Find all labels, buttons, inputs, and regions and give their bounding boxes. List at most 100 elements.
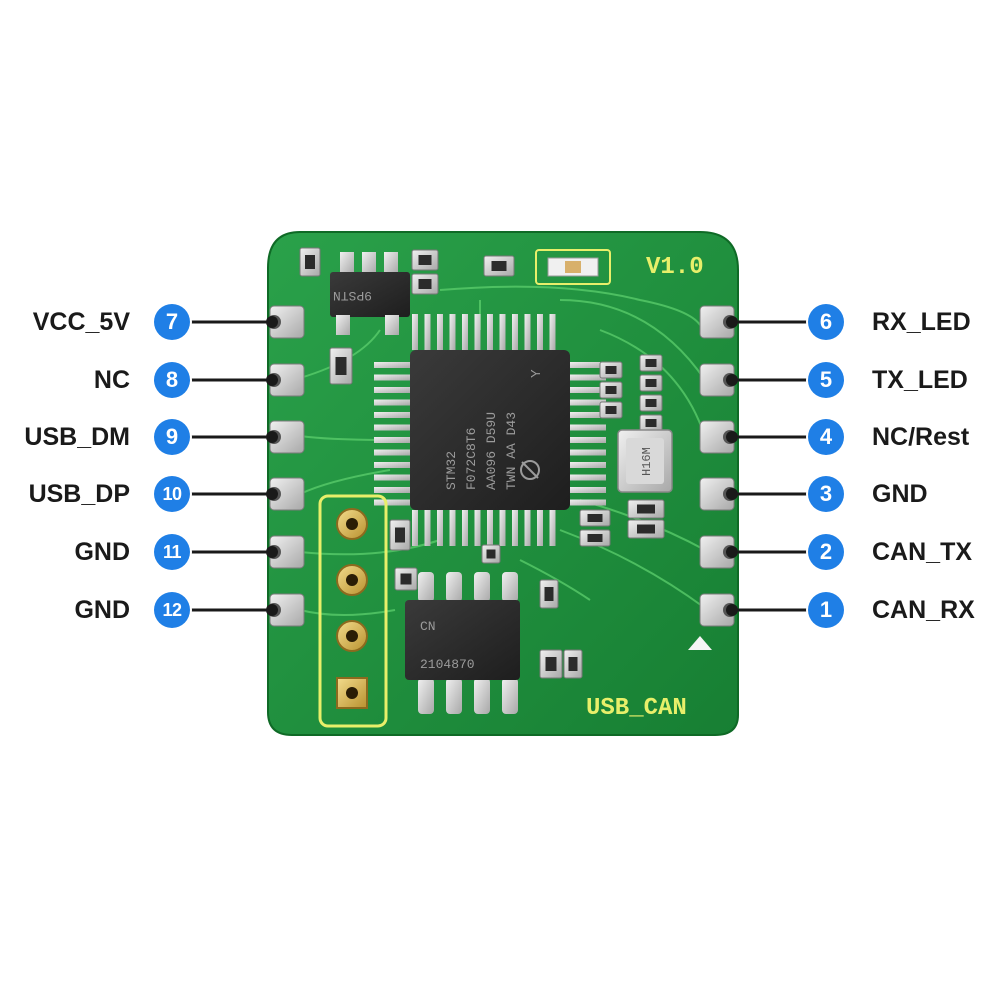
pin-label-left: GND — [74, 538, 130, 566]
mcu-pin — [374, 499, 410, 506]
smd-component — [599, 361, 623, 379]
mcu-line-4: TWN AA D43 — [504, 412, 519, 490]
mcu-pin — [412, 510, 418, 546]
leader-lines — [190, 316, 810, 616]
smd-component — [563, 649, 583, 679]
mcu-pin — [374, 462, 410, 468]
mcu-pin — [570, 399, 606, 406]
pin-dot-right — [726, 546, 738, 558]
soic-pin — [474, 572, 490, 602]
pin-number-badge: 1 — [808, 592, 844, 628]
mcu-pin — [524, 510, 531, 546]
pin-dot-left — [266, 374, 278, 386]
pin-dot-right — [726, 488, 738, 500]
pin-label-right: NC/Rest — [872, 423, 970, 451]
soic-pin — [502, 678, 518, 714]
pin-dot-right — [726, 604, 738, 616]
pin-number-badge: 3 — [808, 476, 844, 512]
pin-label-left: NC — [93, 366, 130, 394]
pin-label-right: GND — [872, 480, 928, 508]
pin-label-left: GND — [74, 596, 130, 624]
mcu-pin — [570, 437, 606, 443]
smd-component — [627, 519, 665, 539]
pin-dot-left — [266, 431, 278, 443]
mcu-pins — [374, 314, 606, 546]
mcu-pin — [512, 510, 518, 546]
mcu-pin — [412, 314, 418, 350]
mcu-pin — [499, 510, 506, 546]
mcu-pin — [524, 314, 531, 350]
mcu-pin — [424, 510, 431, 546]
mcu-pin — [549, 314, 556, 350]
mcu-pin — [499, 314, 506, 350]
pin1-triangle — [688, 636, 712, 650]
mcu-pin — [570, 474, 606, 481]
smd-component — [411, 273, 439, 295]
mcu-pin — [437, 314, 443, 350]
board-version-silkscreen: V1.0 — [646, 254, 704, 281]
pin-label-left: USB_DP — [28, 480, 130, 508]
pin-number-badge: 12 — [154, 592, 190, 628]
mcu-pin — [570, 487, 606, 493]
mcu-pin — [487, 510, 493, 546]
header-pins — [336, 508, 368, 709]
mcu-pin — [549, 510, 556, 546]
mcu-pin — [474, 314, 481, 350]
soic-pin — [502, 572, 518, 602]
mcu-pin — [374, 474, 410, 481]
pin-dot-right — [726, 316, 738, 328]
mcu-pin — [537, 314, 543, 350]
mcu-pin — [570, 499, 606, 506]
smd-component — [329, 347, 353, 385]
mcu-pin — [537, 510, 543, 546]
pcb-traces — [299, 285, 706, 616]
mcu-pin — [512, 314, 518, 350]
mcu-pin — [570, 449, 606, 456]
pin-label-left: VCC_5V — [32, 308, 130, 336]
smd-passives — [299, 247, 665, 679]
mcu-pin — [462, 510, 468, 546]
smd-component — [627, 499, 665, 519]
crystal-marking: H16M — [640, 447, 654, 476]
transceiver-line-1: CN — [420, 619, 436, 634]
pin-number-badge: 2 — [808, 534, 844, 570]
pin-number-badge: 9 — [154, 419, 190, 455]
smd-component — [389, 519, 411, 551]
pin-dot-right — [726, 374, 738, 386]
mcu-pin — [374, 387, 410, 393]
pin-label-right: CAN_TX — [872, 538, 973, 566]
pin-label-left: USB_DM — [24, 423, 130, 451]
smd-component — [639, 354, 663, 372]
mcu-line-1: STM32 — [444, 451, 459, 490]
pin-dot-left — [266, 488, 278, 500]
mcu-pin — [449, 314, 456, 350]
soic-pin — [446, 572, 462, 602]
mcu-pin — [570, 462, 606, 468]
mcu-pin — [374, 437, 410, 443]
mcu-line-3: AA096 D59U — [484, 412, 499, 490]
smd-component — [539, 649, 563, 679]
pin-label-right: RX_LED — [872, 308, 971, 336]
sot-component: 9PSTN — [330, 252, 410, 335]
soic-pin — [446, 678, 462, 714]
smd-component — [639, 414, 663, 432]
pin-number-badge: 8 — [154, 362, 190, 398]
smd-component — [579, 509, 611, 527]
pin-number-badge: 7 — [154, 304, 190, 340]
mcu-pin — [374, 412, 410, 418]
mcu-pin — [462, 314, 468, 350]
st-logo-mark — [520, 460, 540, 480]
opamp-marking: 9PSTN — [333, 288, 372, 303]
status-led — [535, 249, 611, 285]
pin-dot-left — [266, 604, 278, 616]
mcu-pin — [374, 362, 410, 368]
mcu-pin — [374, 374, 410, 381]
pin-dot-left — [266, 316, 278, 328]
transceiver-body — [405, 600, 520, 680]
smd-component — [599, 401, 623, 419]
header-strip-outline — [318, 494, 388, 728]
mcu-pin — [474, 510, 481, 546]
mcu-marking: STM32 F072C8T6 AA096 D59U TWN AA D43 — [444, 412, 519, 490]
